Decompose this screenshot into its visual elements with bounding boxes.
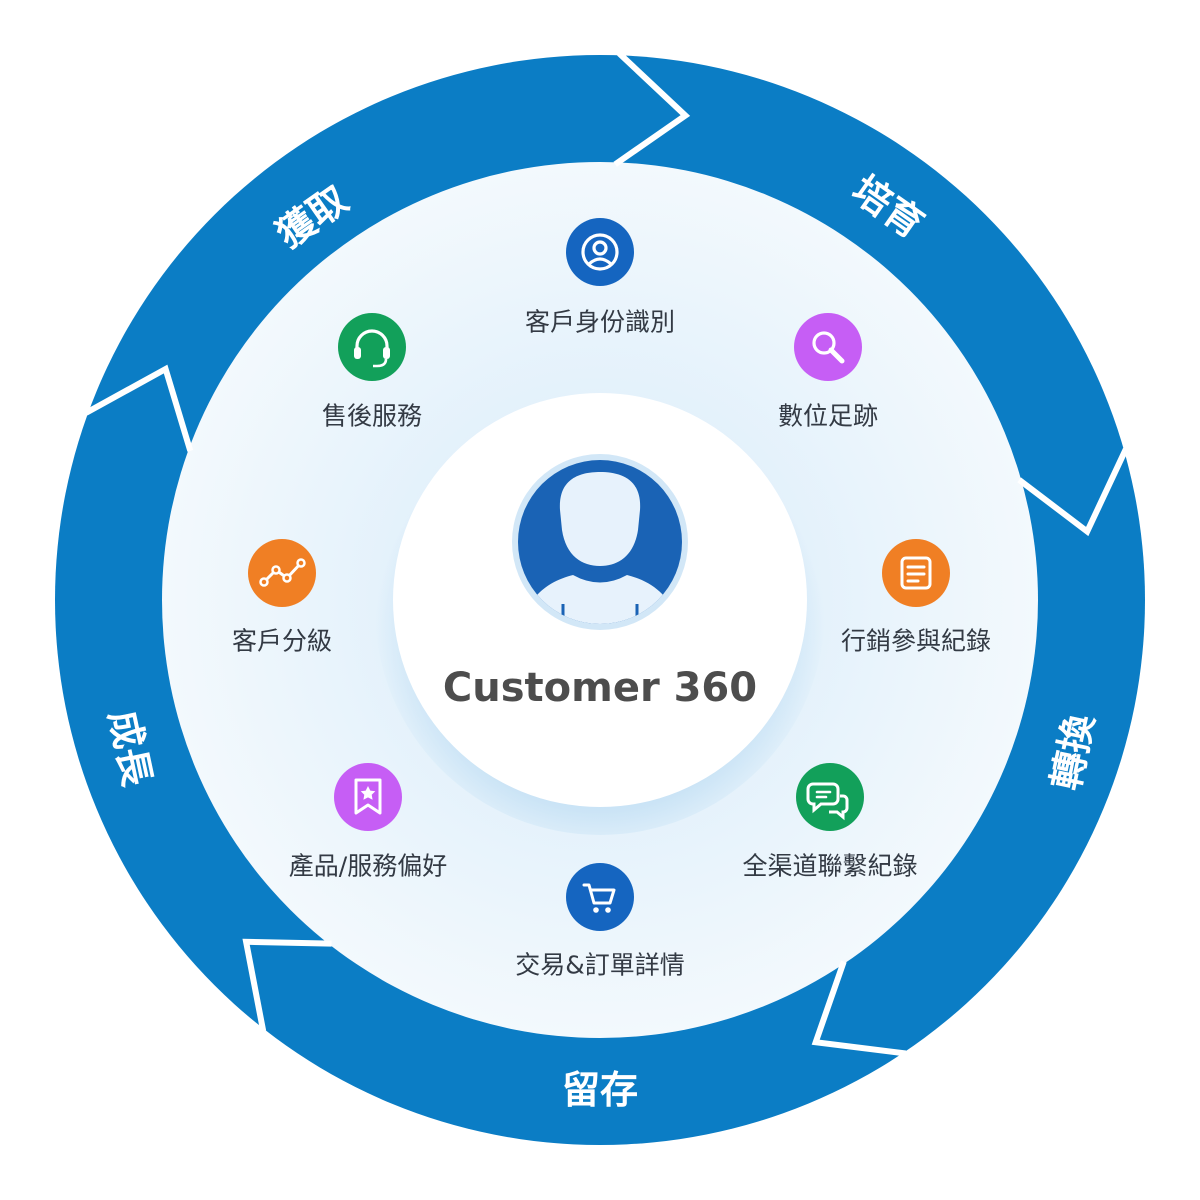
stage-separator-3: [811, 960, 907, 1057]
item-marketing: 行銷參與紀錄: [841, 539, 991, 656]
item-label-digital: 數位足跡: [778, 402, 878, 431]
user-avatar-icon: [512, 454, 688, 630]
item-service: 售後服務: [322, 313, 422, 431]
search-icon: [794, 313, 862, 381]
item-preference: 產品/服務偏好: [289, 763, 447, 881]
item-orders: 交易&訂單詳情: [515, 863, 685, 980]
user-circle-icon: [566, 218, 634, 286]
stage-separator-1: [613, 51, 691, 167]
item-label-identity: 客戶身份識別: [525, 308, 675, 337]
item-label-service: 售後服務: [322, 402, 422, 431]
item-label-preference: 產品/服務偏好: [289, 852, 447, 881]
stage-separator-4: [242, 938, 332, 1032]
stage-separator-5: [84, 364, 194, 452]
item-label-omnichannel: 全渠道聯繫紀錄: [742, 852, 917, 881]
headset-icon: [338, 313, 406, 381]
item-digital: 數位足跡: [778, 313, 878, 431]
item-omnichannel: 全渠道聯繫紀錄: [742, 763, 918, 881]
item-identity: 客戶身份識別: [525, 218, 675, 337]
chat-bubbles-icon: [796, 763, 864, 831]
stage-separator-2: [1017, 447, 1129, 537]
item-tier: 客戶分級: [232, 539, 332, 656]
shopping-cart-icon: [566, 863, 634, 931]
item-label-tier: 客戶分級: [232, 627, 332, 656]
stage-label-retain: 留存: [562, 1068, 638, 1112]
item-label-orders: 交易&訂單詳情: [515, 951, 685, 980]
item-label-marketing: 行銷參與紀錄: [841, 627, 991, 656]
center-title: Customer 360: [443, 665, 757, 711]
stage-separators: [84, 51, 1129, 1057]
